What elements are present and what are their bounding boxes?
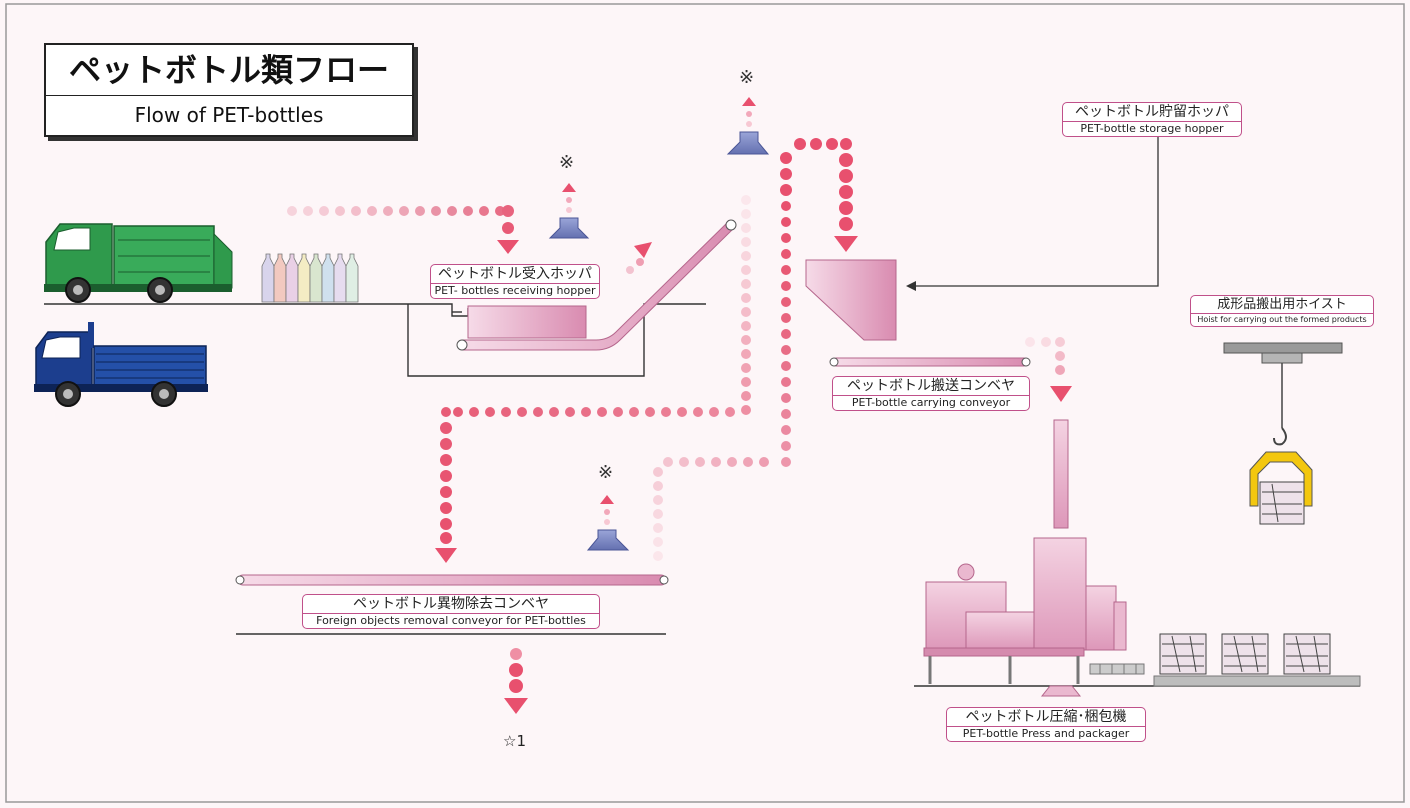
exhaust-duct-icon [548, 131, 770, 551]
label-press-packager-jp: ペットボトル圧縮･梱包機 [965, 709, 1127, 725]
label-hoist-en: Hoist for carrying out the formed produc… [1191, 313, 1373, 326]
carrying-conveyor [829, 357, 1031, 367]
label-carrying-conveyor-jp: ペットボトル搬送コンベヤ [847, 378, 1015, 394]
pet-bottles-icon [261, 253, 359, 303]
label-storage-hopper: ペットボトル貯留ホッパ PET-bottle storage hopper [1062, 102, 1242, 137]
label-hoist: 成形品搬出用ホイスト Hoist for carrying out the fo… [1190, 295, 1374, 327]
storage-hopper [805, 259, 897, 341]
label-removal-conveyor: ペットボトル異物除去コンベヤ Foreign objects removal c… [302, 594, 600, 629]
green-garbage-truck-icon [44, 223, 233, 303]
diagram-title-jp: ペットボトル類フロー [46, 45, 412, 96]
material-flow-dots [287, 97, 1072, 714]
hoist-icon [1223, 342, 1343, 525]
removal-conveyor [235, 574, 669, 586]
label-press-packager: ペットボトル圧縮･梱包機 PET-bottle Press and packag… [946, 707, 1146, 742]
exhaust-mark: ※ [559, 152, 575, 173]
compressed-bale-icon [1159, 633, 1331, 675]
inclined-conveyor [456, 219, 737, 351]
label-storage-hopper-en: PET-bottle storage hopper [1063, 121, 1241, 136]
blue-dump-truck-icon [34, 322, 208, 407]
label-receiving-hopper-en: PET- bottles receiving hopper [431, 283, 599, 298]
exit-mark: ☆1 [503, 732, 526, 750]
diagram-title-en: Flow of PET-bottles [134, 103, 324, 127]
label-storage-hopper-jp: ペットボトル貯留ホッパ [1075, 104, 1229, 120]
label-receiving-hopper-jp: ペットボトル受入ホッパ [438, 266, 592, 282]
label-removal-conveyor-jp: ペットボトル異物除去コンベヤ [353, 596, 549, 612]
press-packager-machine [923, 419, 1361, 697]
label-carrying-conveyor: ペットボトル搬送コンベヤ PET-bottle carrying conveyo… [832, 376, 1030, 411]
diagram-title-box: ペットボトル類フロー Flow of PET-bottles [44, 43, 414, 137]
label-receiving-hopper: ペットボトル受入ホッパ PET- bottles receiving hoppe… [430, 264, 600, 299]
exhaust-mark: ※ [598, 462, 614, 483]
receiving-hopper [467, 305, 587, 339]
label-press-packager-en: PET-bottle Press and packager [947, 726, 1145, 741]
label-removal-conveyor-en: Foreign objects removal conveyor for PET… [303, 613, 599, 628]
label-hoist-jp: 成形品搬出用ホイスト [1217, 297, 1347, 312]
exhaust-mark: ※ [739, 67, 755, 88]
label-carrying-conveyor-en: PET-bottle carrying conveyor [833, 395, 1029, 410]
